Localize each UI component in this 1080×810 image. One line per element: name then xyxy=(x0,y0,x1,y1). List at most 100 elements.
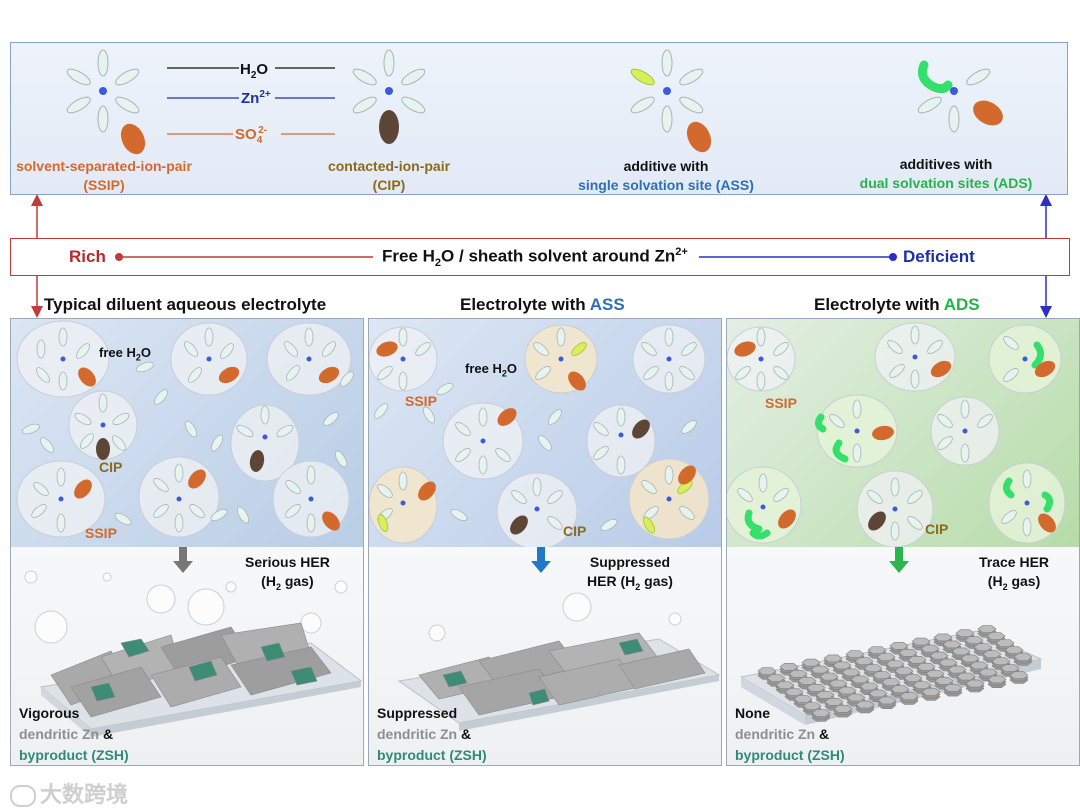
panel-3-solution: SSIP CIP xyxy=(727,319,1079,548)
ass-cluster-icon xyxy=(630,49,712,153)
zn-hex-plate xyxy=(951,647,971,656)
zn-hex-plate xyxy=(801,658,821,667)
zn-hex-plate xyxy=(947,665,967,674)
zn-hex-plate xyxy=(964,636,984,644)
panel-2-solution: free H2O SSIP CIP xyxy=(369,319,721,550)
panel-1-solvation-scene xyxy=(16,320,354,538)
panel-2-down-arrow-icon xyxy=(531,547,551,573)
zn-hex-plate xyxy=(841,668,861,677)
panel-ass: free H2O SSIP CIP Suppressed xyxy=(368,318,722,766)
zn-hex-plate xyxy=(916,663,936,671)
zn-hex-plate xyxy=(942,640,962,649)
zn-hex-plate xyxy=(855,700,875,709)
gradient-line xyxy=(115,253,897,261)
panel-2-ssip-label: SSIP xyxy=(405,393,437,409)
panel-2-title: Electrolyte with ASS xyxy=(460,295,625,314)
ads-cluster-icon xyxy=(917,60,1003,133)
zn-hex-plate xyxy=(845,650,865,658)
panel-3-zn-deposit-scene xyxy=(739,625,1043,725)
zn-hex-plate xyxy=(837,686,857,695)
zn-hex-plate xyxy=(784,688,804,696)
zn-hex-plate xyxy=(903,674,923,682)
panel-1-ssip-label: SSIP xyxy=(85,525,117,541)
zn-hex-plate xyxy=(978,668,998,677)
panel-2-zn-deposit-scene xyxy=(397,592,721,731)
panel-2-free-h2o-label: free H2O xyxy=(465,361,517,379)
panel-1-free-h2o-label: free H2O xyxy=(99,345,151,363)
zn-hex-plate xyxy=(894,667,914,675)
zn-hex-plate xyxy=(934,677,954,685)
zn-hex-plate xyxy=(925,670,945,678)
zn-hex-plate xyxy=(943,684,963,692)
zn-hex-plate xyxy=(898,649,918,657)
zn-hex-plate xyxy=(815,691,835,699)
panel-3-down-arrow-icon xyxy=(889,547,909,573)
legend-box: H2O Zn2+ SO42- solvent-separated-ion-pai… xyxy=(10,42,1068,195)
zn-hex-plate xyxy=(969,661,989,670)
panel-1-zn-deposit-scene xyxy=(24,570,363,737)
cip-label: contacted-ion-pair(CIP) xyxy=(327,158,451,193)
rich-label: Rich xyxy=(69,247,106,266)
zn-hex-plate xyxy=(938,658,958,667)
zn-hex-plate xyxy=(889,642,909,650)
panel-2-her-label: Suppressed HER (H2 gas) xyxy=(587,554,673,592)
zn-hex-plate xyxy=(1004,646,1024,654)
panel-2-surface: Suppressed HER (H2 gas) Suppressed dendr… xyxy=(369,547,721,765)
zn-hex-plate xyxy=(960,654,980,663)
panel-2-bottom-label: Suppressed dendritic Zn & byproduct (ZSH… xyxy=(377,705,487,763)
zn-hex-plate xyxy=(899,692,919,700)
zn-hex-plate xyxy=(868,689,888,698)
zn-hex-plate xyxy=(788,670,808,678)
panel-1-bottom-label: Vigorous dendritic Zn & byproduct (ZSH) xyxy=(19,705,129,763)
zn-hex-plate xyxy=(881,678,901,686)
zn-hex-plate xyxy=(846,693,866,702)
connector-arrows xyxy=(31,194,1052,318)
zn-hex-plate xyxy=(793,695,813,703)
watermark: 大数跨境 xyxy=(10,777,128,809)
ssip-cluster-icon xyxy=(66,49,146,155)
zn-hex-plate xyxy=(982,650,1002,658)
panel-1-her-label: Serious HER (H2 gas) xyxy=(245,554,330,592)
ssip-label: solvent-separated-ion-pair(SSIP) xyxy=(16,158,192,193)
panel-2-cip-label: CIP xyxy=(563,523,587,539)
panel-3-ssip-label: SSIP xyxy=(765,395,797,411)
bar-center-label: Free H2O / sheath solvent around Zn2+ xyxy=(382,246,688,270)
panel-1-cip-label: CIP xyxy=(99,459,123,475)
zn-hex-plate xyxy=(995,639,1015,647)
panel-1-surface: Serious HER (H2 gas) Vigorous dendritic … xyxy=(11,547,363,765)
zn-hex-plate xyxy=(832,661,852,670)
zn-hex-plate xyxy=(797,677,817,685)
zn-hex-plate xyxy=(1013,653,1033,661)
panel-3-her-label: Trace HER (H2 gas) xyxy=(979,554,1050,592)
zn-hex-plate xyxy=(933,633,953,642)
key-h2o: H2O xyxy=(240,61,269,81)
panel-3-cip-label: CIP xyxy=(925,521,949,537)
zn-hex-plate xyxy=(912,681,932,689)
panel-1-down-arrow-icon xyxy=(173,547,193,573)
solvation-gradient-bar: Rich Free H2O / sheath solvent around Zn… xyxy=(10,238,1070,276)
panel-diluent: free H2O CIP SSIP xyxy=(10,318,364,766)
key-so4: SO42- xyxy=(235,125,268,146)
panel-1-solution: free H2O CIP SSIP xyxy=(11,319,363,547)
zn-hex-plate xyxy=(965,679,985,688)
zn-hex-plate xyxy=(876,653,896,661)
panel-3-solvation-scene xyxy=(727,322,1066,548)
zn-hex-plate xyxy=(890,685,910,693)
watermark-logo-icon xyxy=(10,785,36,807)
zn-hex-plate xyxy=(810,665,830,674)
zn-hex-plate xyxy=(823,654,843,663)
zn-hex-plate xyxy=(854,657,874,665)
panel-2-solvation-scene xyxy=(369,324,710,550)
zn-hex-plate xyxy=(987,675,1007,684)
zn-hex-plate xyxy=(811,709,831,717)
panel-ads: SSIP CIP Trace HER (H2 gas) None dendrit… xyxy=(726,318,1080,766)
zn-hex-plate xyxy=(828,679,848,688)
zn-hex-plate xyxy=(775,681,795,689)
zn-hex-plate xyxy=(833,705,853,713)
zn-hex-plate xyxy=(1000,664,1020,672)
zn-hex-plate xyxy=(956,672,976,681)
zn-hex-plate xyxy=(850,675,870,684)
zn-hex-plate xyxy=(867,646,887,654)
